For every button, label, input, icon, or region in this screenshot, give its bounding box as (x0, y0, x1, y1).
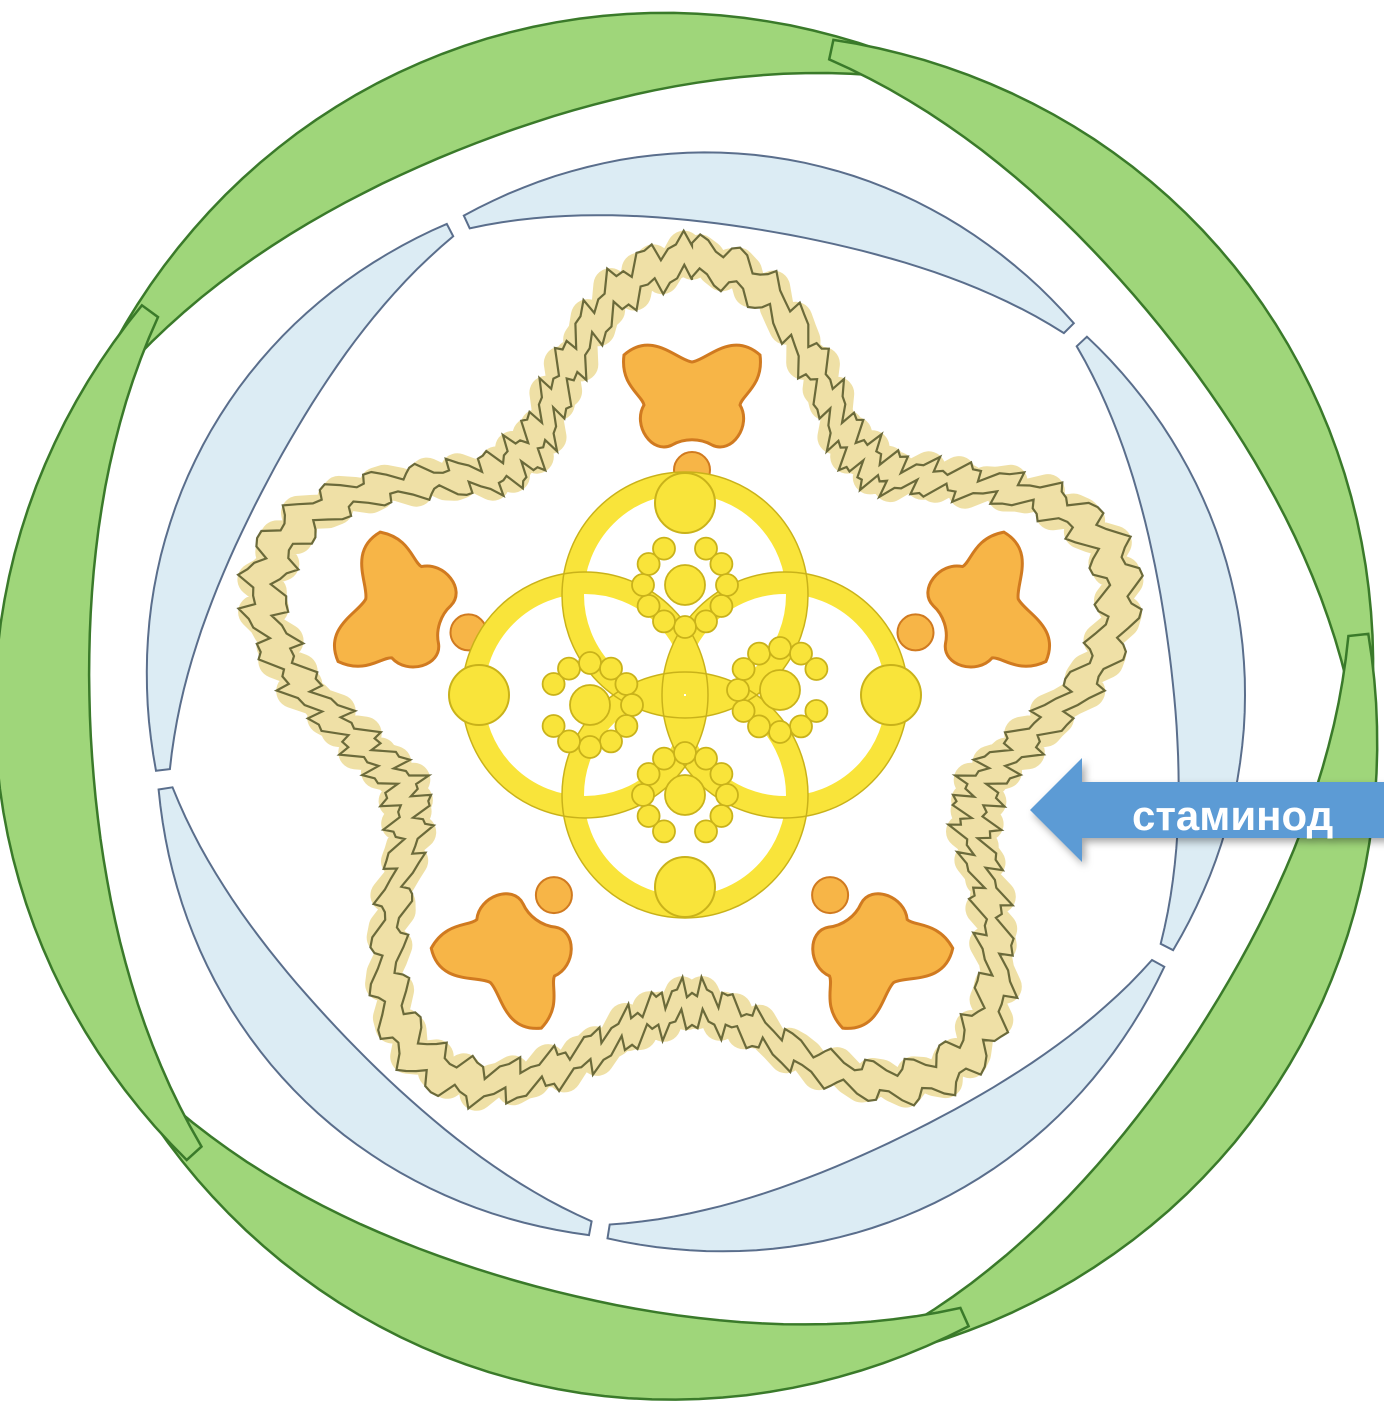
ovule (653, 538, 675, 560)
ovule (790, 715, 812, 737)
staminode-label: стаминод (1132, 792, 1333, 839)
ovule (710, 763, 732, 785)
ovule (543, 715, 565, 737)
ovule (733, 700, 755, 722)
ovule (710, 553, 732, 575)
ovule (769, 721, 791, 743)
ovule (638, 595, 660, 617)
ovule (695, 610, 717, 632)
filament-dot (536, 877, 572, 913)
ovule (579, 652, 601, 674)
ovule (695, 820, 717, 842)
ovule (638, 805, 660, 827)
placenta (665, 565, 705, 605)
placenta (570, 685, 610, 725)
ovule (632, 784, 654, 806)
ovule (727, 679, 749, 701)
carpel-node (449, 665, 509, 725)
ovule (600, 730, 622, 752)
placenta (760, 670, 800, 710)
ovule (615, 673, 637, 695)
ovule (632, 574, 654, 596)
ovule (805, 658, 827, 680)
filament-dot (898, 614, 934, 650)
ovule (716, 784, 738, 806)
ovule (674, 742, 696, 764)
carpel-node (655, 473, 715, 533)
ovule (748, 643, 770, 665)
carpel-node (861, 665, 921, 725)
filament-dot (812, 877, 848, 913)
ovule (716, 574, 738, 596)
ovule (674, 616, 696, 638)
ovule (579, 736, 601, 758)
ovule (653, 748, 675, 770)
placenta (665, 775, 705, 815)
ovule (558, 658, 580, 680)
carpel-node (655, 857, 715, 917)
ovule (621, 694, 643, 716)
ovule (769, 637, 791, 659)
